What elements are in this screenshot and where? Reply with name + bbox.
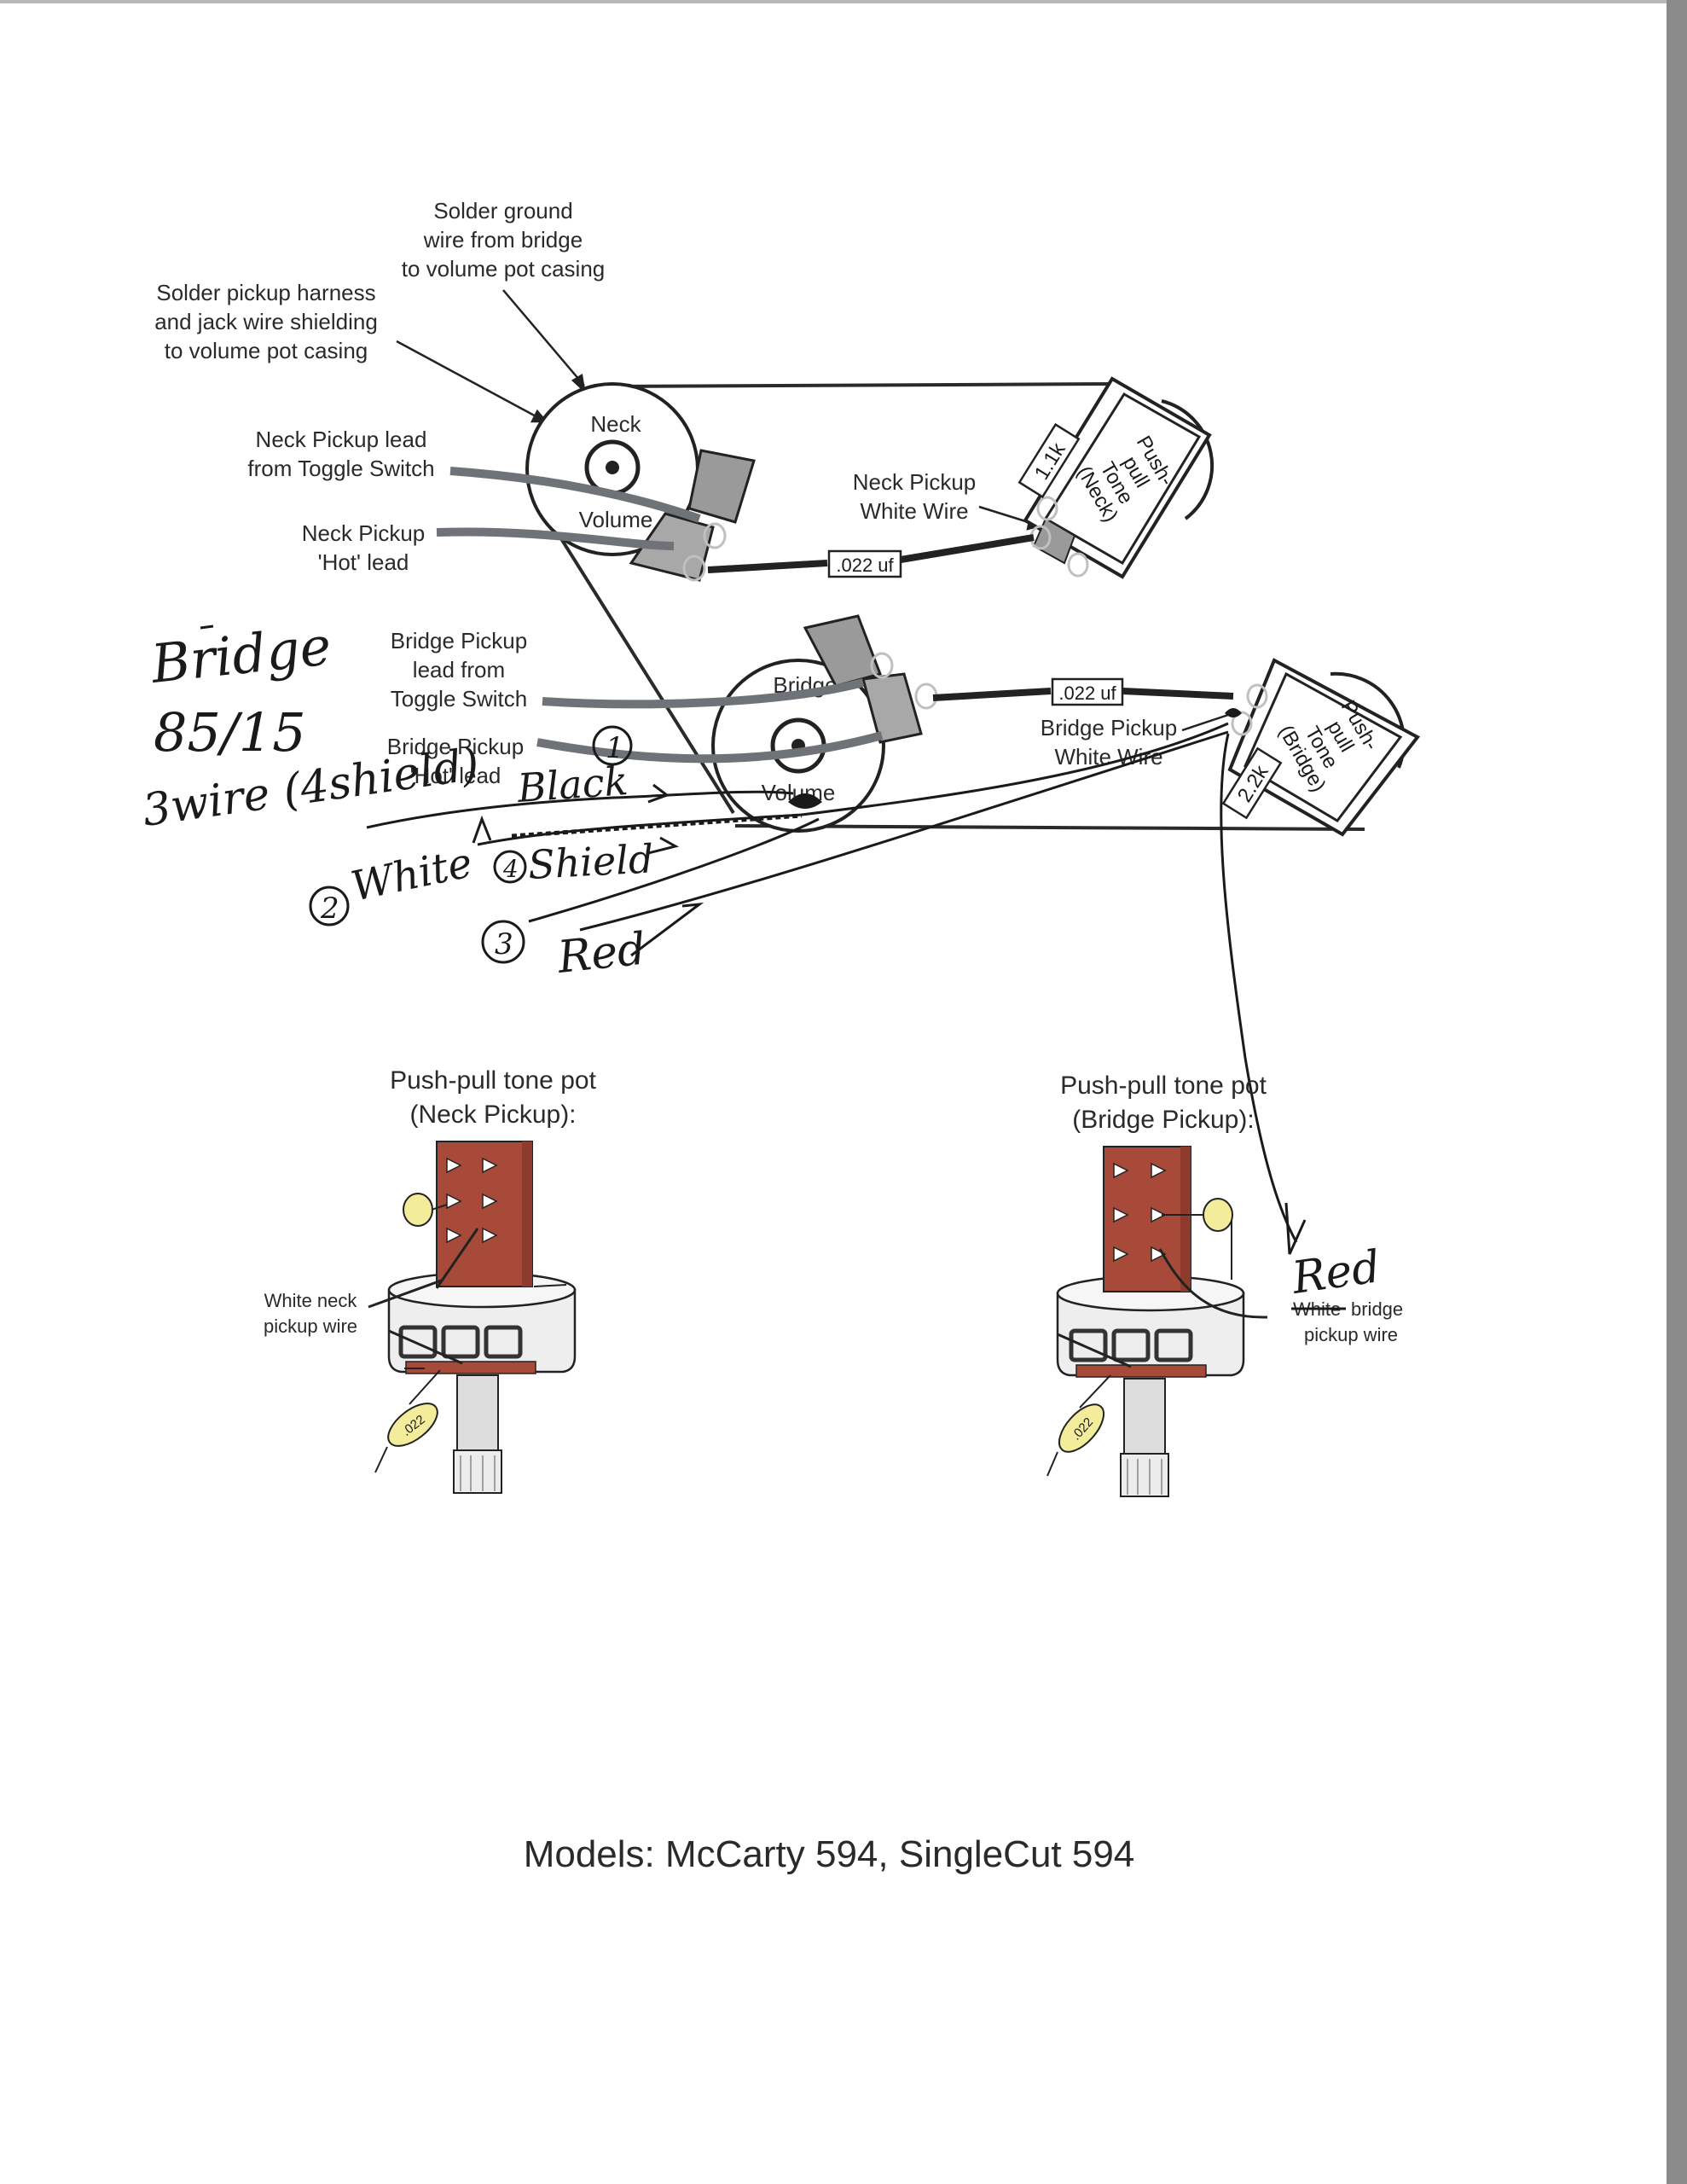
bridge-detail-illustration: .022 — [1046, 1146, 1268, 1497]
neck-detail-illustration: .022 — [368, 1141, 577, 1494]
svg-text:from Toggle Switch: from Toggle Switch — [247, 456, 434, 481]
bridge-detail-title: Push-pull tone pot (Bridge Pickup): — [1060, 1072, 1267, 1134]
svg-text:to volume pot casing: to volume pot casing — [402, 256, 605, 282]
label-solder-ground: Solder ground wire from bridge to volume… — [402, 198, 605, 282]
svg-text:Solder ground: Solder ground — [433, 198, 572, 224]
neck-detail-wire-label: White neck pickup wire — [264, 1290, 357, 1337]
svg-text:White neck: White neck — [264, 1290, 358, 1311]
svg-text:'Hot' lead: 'Hot' lead — [410, 763, 501, 788]
neck-detail-title: Push-pull tone pot (Neck Pickup): — [390, 1066, 596, 1129]
svg-text:lead from: lead from — [413, 657, 505, 682]
neck-resistor: 1.1k — [1017, 422, 1081, 499]
loop-wires — [546, 382, 1365, 831]
bridge-volume-pot: Bridge Volume — [711, 614, 938, 833]
svg-text:Push-pull tone pot: Push-pull tone pot — [390, 1066, 596, 1095]
label-bridge-white-wire: Bridge Pickup White Wire — [1041, 715, 1177, 770]
solder-blob-2 — [1225, 708, 1242, 717]
neck-pot-bottom-label: Volume — [579, 507, 653, 532]
label-neck-hot: Neck Pickup 'Hot' lead — [302, 520, 426, 575]
svg-text:Toggle Switch: Toggle Switch — [391, 686, 527, 712]
svg-text:pickup wire: pickup wire — [1304, 1324, 1398, 1345]
bridge-detail-subtitle: (Bridge Pickup): — [1072, 1106, 1254, 1134]
scan-right-edge — [1667, 0, 1687, 2184]
neck-pot-top-label: Neck — [590, 411, 641, 437]
pickup-leads — [436, 467, 884, 764]
scan-top-edge — [0, 0, 1687, 3]
svg-text:wire from bridge: wire from bridge — [423, 227, 583, 253]
label-neck-white-wire: Neck Pickup White Wire — [853, 469, 977, 524]
svg-text:Bridge Pickup: Bridge Pickup — [387, 734, 524, 759]
svg-text:and jack wire shielding: and jack wire shielding — [154, 309, 378, 334]
label-solder-harness: Solder pickup harness and jack wire shie… — [154, 280, 378, 363]
label-bridge-hot: Bridge Pickup 'Hot' lead — [387, 734, 524, 788]
svg-text:White Wire: White Wire — [860, 498, 968, 524]
neck-cap-value: .022 uf — [836, 555, 894, 576]
hand-num2: 2 — [320, 892, 339, 926]
svg-text:Solder pickup harness: Solder pickup harness — [156, 280, 375, 305]
svg-text:Neck Pickup: Neck Pickup — [853, 469, 977, 495]
neck-volume-pot: Neck Volume — [525, 382, 756, 582]
label-neck-lead: Neck Pickup lead from Toggle Switch — [247, 427, 434, 481]
svg-text:bridge: bridge — [1351, 1298, 1403, 1320]
models-footer: Models: McCarty 594, SingleCut 594 — [524, 1833, 1135, 1875]
svg-text:Neck Pickup lead: Neck Pickup lead — [256, 427, 427, 452]
svg-text:Push-pull tone pot: Push-pull tone pot — [1060, 1072, 1267, 1100]
hand-white: White — [347, 839, 477, 911]
bridge-tone-pot: Push- pull Tone (Bridge) — [1227, 658, 1421, 837]
bridge-cap-value: .022 uf — [1058, 682, 1116, 704]
hand-ratio: 85/15 — [154, 701, 306, 764]
hand-red-note: Red — [1288, 1241, 1383, 1304]
hand-shield: Shield — [527, 835, 655, 888]
svg-text:'Hot' lead: 'Hot' lead — [318, 549, 409, 575]
hand-bridge: Bridge — [148, 614, 334, 695]
neck-detail-subtitle: (Neck Pickup): — [409, 1101, 576, 1129]
svg-text:pickup wire: pickup wire — [264, 1316, 357, 1337]
hand-num1: 1 — [606, 731, 624, 765]
hand-num3: 3 — [495, 927, 513, 961]
label-bridge-lead: Bridge Pickup lead from Toggle Switch — [391, 628, 527, 712]
svg-text:to volume pot casing: to volume pot casing — [165, 338, 368, 363]
svg-text:Bridge Pickup: Bridge Pickup — [1041, 715, 1177, 741]
handwritten-wires — [366, 722, 1307, 1255]
svg-text:Neck Pickup: Neck Pickup — [302, 520, 426, 546]
neck-tone-pot: Push- pull Tone (Neck) — [1023, 376, 1215, 579]
svg-text:White Wire: White Wire — [1054, 744, 1162, 770]
bridge-detail-wire-label: White bridge pickup wire — [1291, 1298, 1403, 1345]
hand-num4: 4 — [502, 855, 519, 883]
bridge-cap: .022 uf — [932, 677, 1234, 706]
handwritten-notes: Bridge 85/15 3wire (4shield) Black 1 2 W… — [139, 614, 1383, 1304]
solder-blob-1 — [788, 793, 822, 809]
svg-text:Bridge Pickup: Bridge Pickup — [391, 628, 527, 653]
neck-cap: .022 uf — [707, 534, 1035, 578]
